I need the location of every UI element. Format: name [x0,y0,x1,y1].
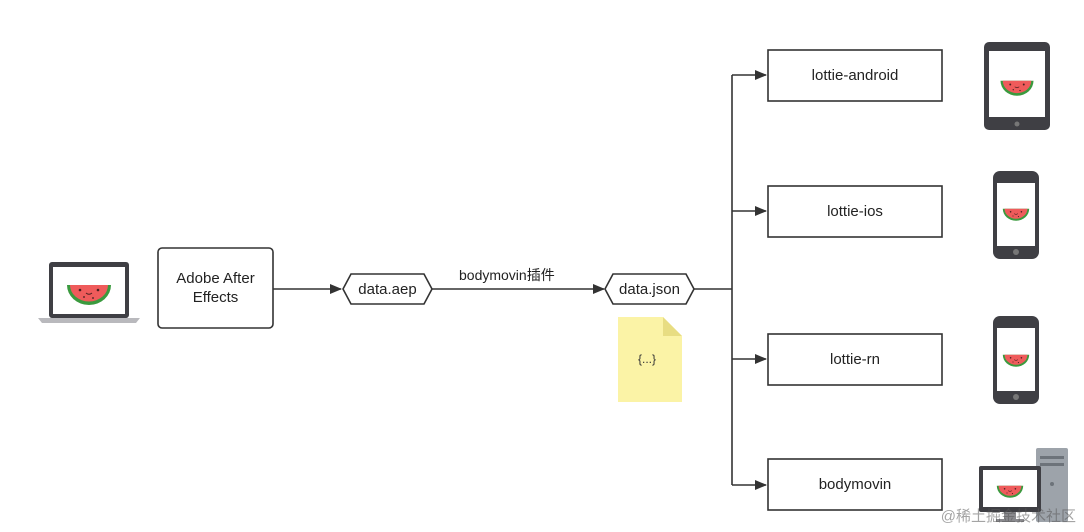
desktop-icon [979,448,1068,522]
aep-hexagon [342,273,433,305]
rn-box-label: lottie-rn [829,351,881,368]
tablet-icon [984,42,1050,130]
rn-box [767,333,943,386]
web-box-label: bodymovin [818,476,892,493]
phone-icon [993,316,1039,404]
ios-box-label: lottie-ios [827,203,883,220]
json-note-label: {...} [638,352,657,366]
json-hexagon [604,273,695,305]
watermark-text: @稀土掘金技术社区 [940,508,1076,525]
aep-hexagon-label: data.aep [358,280,417,298]
android-box [767,49,943,102]
branch-connectors [694,70,767,490]
ae-box-label: Adobe After Effects [176,270,255,306]
android-box-label: lottie-android [811,67,899,84]
laptop-icon [38,262,140,323]
web-box [767,458,943,511]
json-hexagon-label: data.json [619,280,680,298]
json-note [618,317,682,402]
ios-box [767,185,943,238]
ae-box [157,247,274,329]
phone-icon [993,171,1039,259]
edge-label-bodymovin-plugin: bodymovin插件 [459,267,555,283]
